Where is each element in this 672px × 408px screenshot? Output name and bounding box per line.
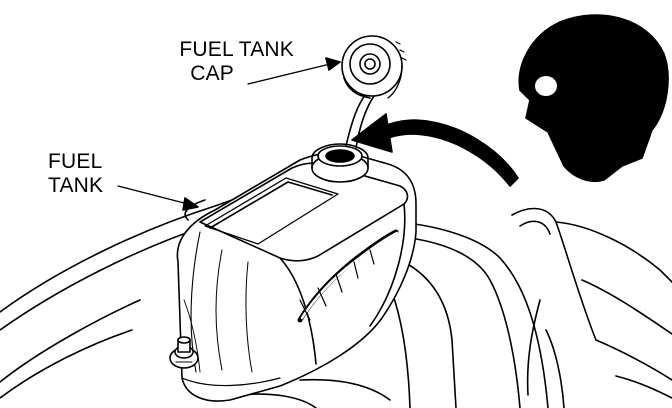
brand-script (297, 229, 399, 323)
fuel-tank-body (176, 151, 417, 402)
fuel-tank-label: FUEL TANK (48, 150, 103, 198)
fuel-tank-cap-label: FUEL TANK CAP (148, 38, 294, 86)
fuel-tank-label-line2: TANK (48, 174, 104, 197)
tank-leader-arrow (117, 185, 199, 211)
cap-leader-arrow (247, 57, 341, 85)
fuel-tank-cap-label-line2: CAP (190, 62, 234, 85)
filler-neck (311, 143, 369, 183)
head-silhouette-icon (518, 14, 669, 182)
fuel-tank-cap (341, 35, 407, 99)
machine-frame (0, 199, 672, 408)
drain-fitting (169, 336, 199, 369)
fuel-tank-cap-label-line1: FUEL TANK (179, 38, 294, 61)
curved-arrow-icon (351, 113, 519, 187)
fuel-tank-label-line1: FUEL (48, 150, 103, 173)
